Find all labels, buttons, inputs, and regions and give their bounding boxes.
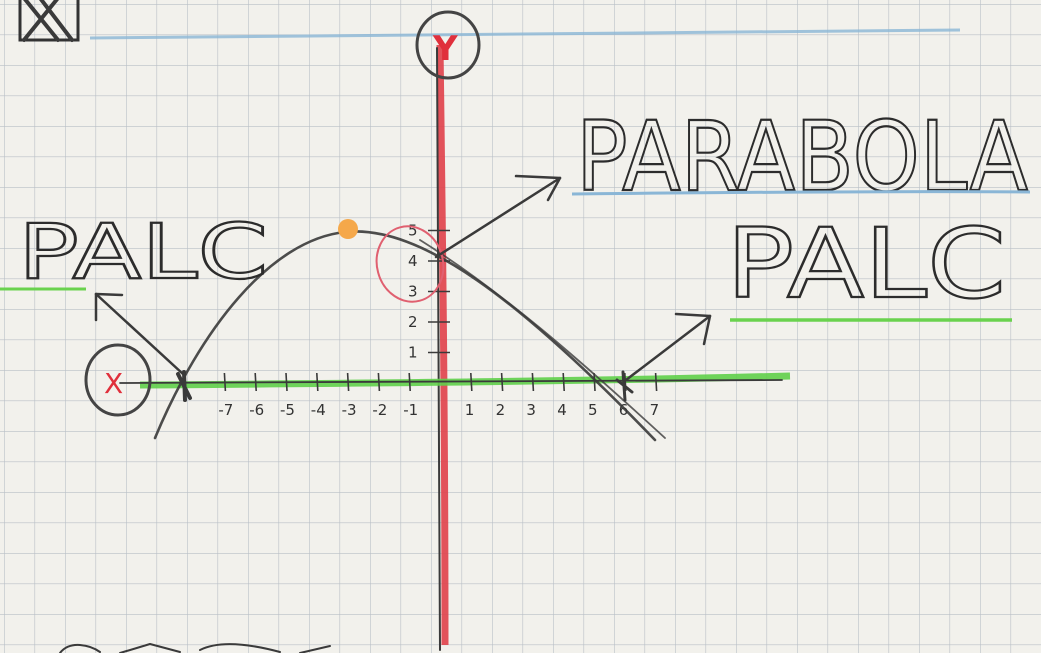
x-tick-mark — [562, 372, 565, 392]
x-tick-label: -2 — [372, 401, 387, 419]
x-tick-label: 7 — [650, 401, 660, 419]
x-tick-label: 3 — [526, 401, 536, 419]
x-tick-mark — [593, 372, 596, 392]
x-tick-mark — [316, 372, 319, 392]
x-tick-mark — [531, 372, 535, 392]
y-tick-label: 2 — [408, 313, 418, 331]
y-axis — [436, 44, 449, 651]
y-axis-name-circle: Y — [415, 10, 481, 80]
x-tick-label: 1 — [465, 401, 475, 419]
x-tick-mark — [500, 372, 504, 392]
x-tick-label: -4 — [311, 401, 326, 419]
x-axis-name-circle: X — [84, 343, 152, 417]
x-axis-name: X — [104, 367, 123, 400]
x-tick-label: -6 — [249, 401, 264, 419]
x-tick-mark — [285, 372, 288, 392]
x-tick-label: 6 — [619, 401, 629, 419]
left-root-mark — [176, 370, 192, 402]
x-tick-mark — [254, 372, 257, 392]
arrow-to-right-label — [624, 312, 712, 382]
x-tick-mark — [346, 372, 350, 392]
x-axis-ticks: -7 -6 -5 -4 -3 -2 -1 1 2 3 4 5 6 7 — [218, 372, 660, 419]
x-tick-mark — [654, 372, 658, 392]
vertex-dot — [338, 219, 358, 239]
x-tick-label: -7 — [218, 401, 233, 419]
arrow-to-left-root — [94, 292, 185, 376]
right-word-top-underline — [571, 190, 1031, 196]
bottom-scribble — [59, 643, 331, 653]
x-tick-mark — [223, 372, 227, 392]
right-root-mark — [615, 370, 634, 402]
x-tick-label: -1 — [403, 401, 418, 419]
y-tick-label: 5 — [408, 222, 418, 240]
x-tick-mark — [377, 372, 381, 392]
x-axis — [119, 372, 791, 389]
parabola-curve-second-stroke — [419, 239, 666, 439]
x-tick-mark — [470, 372, 473, 392]
x-tick-label: -3 — [342, 401, 357, 419]
y-tick-label: 3 — [408, 283, 418, 301]
right-word-top: PARABOLA — [576, 101, 1028, 213]
y-intercept-circle — [375, 225, 445, 303]
x-tick-label: 4 — [557, 401, 567, 419]
x-tick-label: -5 — [280, 401, 295, 419]
arrow-to-parabola-label — [434, 174, 562, 259]
y-axis-name: Y — [432, 29, 458, 69]
x-tick-mark — [408, 372, 411, 392]
x-tick-label: 2 — [496, 401, 506, 419]
y-tick-label: 4 — [408, 252, 418, 270]
top-margin-line — [89, 28, 961, 40]
x-tick-label: 5 — [588, 401, 598, 419]
y-tick-label: 1 — [408, 344, 418, 362]
corner-x-mark — [18, 0, 80, 42]
right-word-bottom: PALC — [726, 208, 1006, 320]
left-word: PALC — [18, 207, 268, 296]
